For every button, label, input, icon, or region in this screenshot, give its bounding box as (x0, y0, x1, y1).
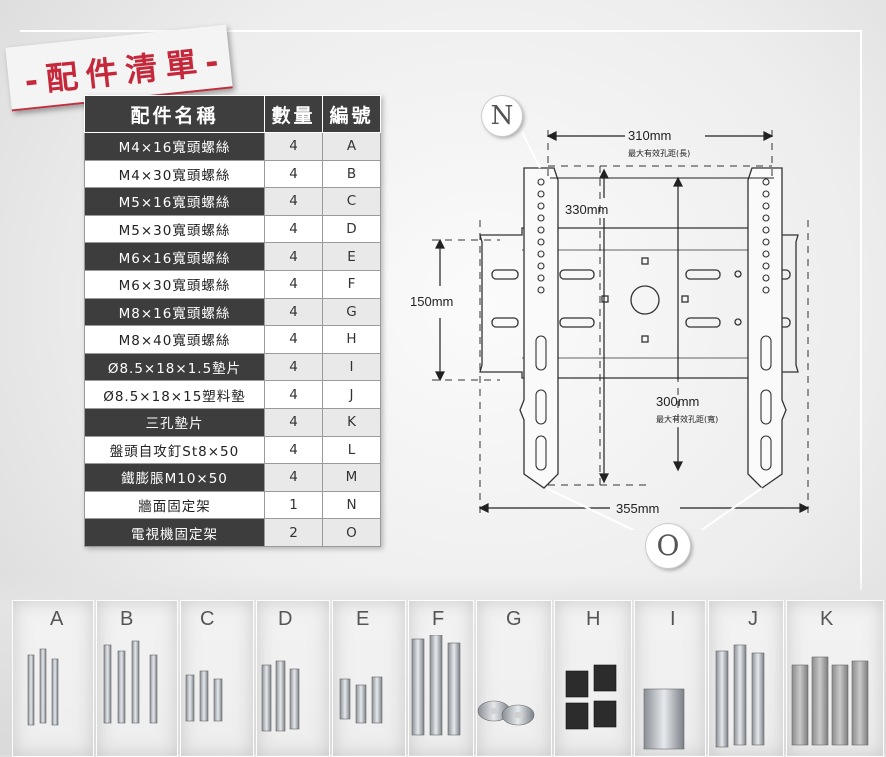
part-code: M (322, 463, 381, 492)
dim-310-label: 310mm (628, 128, 671, 143)
part-qty: 4 (264, 297, 323, 327)
dim-355-label: 355mm (616, 501, 659, 516)
header-code: 編號 (322, 95, 381, 133)
part-code: K (322, 407, 381, 437)
part-qty: 4 (264, 242, 323, 271)
photo-letter-k: K (820, 608, 834, 630)
part-name: 牆面固定架 (84, 490, 265, 520)
part-code: H (322, 325, 381, 354)
part-code: C (322, 187, 381, 216)
part-name: M4×16寬頭螺絲 (84, 132, 265, 161)
part-name: 電視機固定架 (84, 518, 265, 547)
photo-letter-e: E (356, 608, 370, 630)
part-code: F (322, 269, 381, 299)
photo-letter-g: G (506, 608, 522, 630)
photo-letter-j: J (748, 608, 758, 630)
frame-right-line (860, 30, 862, 590)
bag-e (332, 600, 406, 757)
part-name: Ø8.5×18×15塑料墊 (84, 380, 265, 409)
part-name: M5×16寬頭螺絲 (84, 187, 265, 216)
part-name: M6×16寬頭螺絲 (84, 242, 265, 271)
photo-letter-b: B (120, 608, 134, 630)
part-qty: 4 (264, 463, 323, 492)
part-qty: 4 (264, 159, 323, 189)
part-qty: 1 (264, 490, 323, 520)
label-n-circle: N (482, 96, 522, 136)
dim-310-note: 最大有效孔距(長) (628, 148, 690, 158)
part-qty: 4 (264, 435, 323, 465)
part-code: G (322, 297, 381, 327)
part-code: O (322, 518, 381, 547)
photo-letter-d: D (278, 608, 293, 630)
part-code: B (322, 159, 381, 189)
parts-table-header: 配件名稱 數量 編號 (84, 95, 381, 133)
part-code: E (322, 242, 381, 271)
part-code: N (322, 490, 381, 520)
part-qty: 4 (264, 407, 323, 437)
part-name: 盤頭自攻釘St8×50 (84, 435, 265, 465)
part-code: J (322, 380, 381, 409)
part-qty: 2 (264, 518, 323, 547)
part-qty: 4 (264, 132, 323, 161)
photo-letter-h: H (586, 608, 601, 630)
part-code: A (322, 132, 381, 161)
part-qty: 4 (264, 352, 323, 382)
part-name: 三孔墊片 (84, 407, 265, 437)
part-name: M8×16寬頭螺絲 (84, 297, 265, 327)
part-qty: 4 (264, 325, 323, 354)
part-code: I (322, 352, 381, 382)
dim-300-label: 300mm (656, 394, 699, 409)
part-qty: 4 (264, 187, 323, 216)
header-part-name: 配件名稱 (84, 95, 265, 133)
part-qty: 4 (264, 380, 323, 409)
part-name: Ø8.5×18×1.5墊片 (84, 352, 265, 382)
tv-arm-left (519, 167, 559, 489)
header-quantity: 數量 (264, 95, 323, 133)
photo-letter-a: A (50, 608, 64, 630)
part-qty: 4 (264, 269, 323, 299)
part-name: 鐵膨脹M10×50 (84, 463, 265, 492)
part-name: M5×30寬頭螺絲 (84, 214, 265, 244)
dim-300-note: 最大有效孔距(寬) (656, 414, 718, 424)
part-code: D (322, 214, 381, 244)
dim-150-label: 150mm (410, 294, 453, 309)
photo-letter-i: I (670, 608, 676, 630)
part-name: M8×40寬頭螺絲 (84, 325, 265, 354)
part-qty: 4 (264, 214, 323, 244)
wall-plate-outline (479, 227, 799, 379)
frame-top-line (20, 30, 862, 32)
photo-letter-f: F (432, 608, 445, 630)
part-name: M6×30寬頭螺絲 (84, 269, 265, 299)
bracket-diagram: 310mm 最大有效孔距(長) 330mm 150mm 300mm 最大有效孔距… (410, 128, 810, 530)
photo-letter-c: C (200, 608, 215, 630)
label-o-circle: O (646, 524, 690, 568)
hardware-items (27, 635, 869, 750)
dim-330-label: 330mm (565, 202, 608, 217)
part-name: M4×30寬頭螺絲 (84, 159, 265, 189)
tv-arm-right (747, 167, 787, 489)
part-code: L (322, 435, 381, 465)
arm-holes (535, 178, 772, 471)
